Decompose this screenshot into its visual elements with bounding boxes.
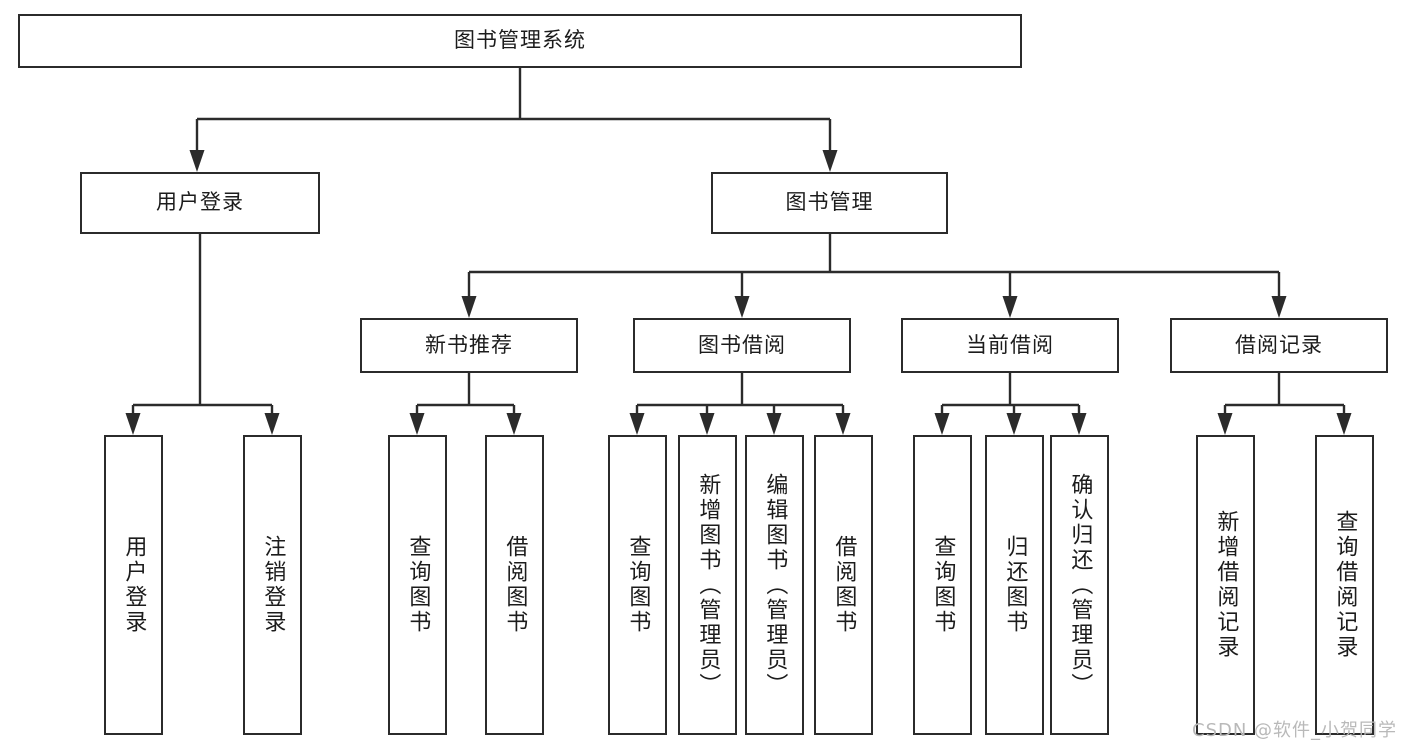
conn-rcd-b bbox=[1336, 405, 1352, 435]
node-leaf-query-borrow-record[interactable]: 查询借阅记录 bbox=[1315, 435, 1374, 735]
node-label-current-borrow: 当前借阅 bbox=[966, 332, 1054, 357]
node-label-leaf-query-book-cur: 查询图书 bbox=[930, 535, 956, 635]
conn-rec-b bbox=[506, 405, 522, 435]
node-label-leaf-query-borrow-record: 查询借阅记录 bbox=[1332, 510, 1358, 660]
node-label-root: 图书管理系统 bbox=[454, 28, 586, 53]
conn-ul-b bbox=[264, 405, 280, 435]
conn-root-to-user-login bbox=[189, 119, 205, 172]
node-leaf-confirm-return-admin[interactable]: 确认归还（管理员） bbox=[1050, 435, 1109, 735]
node-leaf-query-book-borrow[interactable]: 查询图书 bbox=[608, 435, 667, 735]
node-current-borrow[interactable]: 当前借阅 bbox=[901, 318, 1119, 373]
node-leaf-borrow-book[interactable]: 借阅图书 bbox=[814, 435, 873, 735]
node-label-borrow-record: 借阅记录 bbox=[1235, 332, 1323, 357]
node-leaf-user-login[interactable]: 用户登录 bbox=[104, 435, 163, 735]
conn-cur-c bbox=[1071, 405, 1087, 435]
node-leaf-return-book[interactable]: 归还图书 bbox=[985, 435, 1044, 735]
conn-brw-a bbox=[629, 405, 645, 435]
conn-bm-to-record bbox=[1271, 272, 1287, 318]
node-label-new-book-recommend: 新书推荐 bbox=[425, 332, 513, 357]
watermark: CSDN @软件_小贺同学 bbox=[1192, 720, 1398, 741]
node-label-leaf-query-book-rec: 查询图书 bbox=[405, 535, 431, 635]
node-label-book-borrow: 图书借阅 bbox=[698, 332, 786, 357]
conn-cur-a bbox=[934, 405, 950, 435]
node-label-leaf-borrow-book: 借阅图书 bbox=[831, 535, 857, 635]
conn-cur-b bbox=[1006, 405, 1022, 435]
conn-root-to-book-manage bbox=[822, 119, 838, 172]
node-label-leaf-confirm-return-admin: 确认归还（管理员） bbox=[1067, 472, 1093, 698]
conn-bm-to-borrow bbox=[734, 272, 750, 318]
node-label-leaf-user-logout: 注销登录 bbox=[260, 535, 286, 635]
node-label-leaf-return-book: 归还图书 bbox=[1002, 535, 1028, 635]
conn-brw-b bbox=[699, 405, 715, 435]
conn-brw-d bbox=[835, 405, 851, 435]
node-label-leaf-add-book-admin: 新增图书（管理员） bbox=[695, 472, 721, 698]
node-user-login[interactable]: 用户登录 bbox=[80, 172, 320, 234]
node-label-leaf-add-borrow-record: 新增借阅记录 bbox=[1213, 510, 1239, 660]
node-leaf-query-book-rec[interactable]: 查询图书 bbox=[388, 435, 447, 735]
conn-bm-to-rec bbox=[461, 272, 477, 318]
node-book-borrow[interactable]: 图书借阅 bbox=[633, 318, 851, 373]
node-label-leaf-borrow-book-rec: 借阅图书 bbox=[502, 535, 528, 635]
conn-brw-c bbox=[766, 405, 782, 435]
conn-rec-a bbox=[409, 405, 425, 435]
node-leaf-user-logout[interactable]: 注销登录 bbox=[243, 435, 302, 735]
node-borrow-record[interactable]: 借阅记录 bbox=[1170, 318, 1388, 373]
node-leaf-query-book-cur[interactable]: 查询图书 bbox=[913, 435, 972, 735]
conn-bm-to-current bbox=[1002, 272, 1018, 318]
node-root[interactable]: 图书管理系统 bbox=[18, 14, 1022, 68]
conn-rcd-a bbox=[1217, 405, 1233, 435]
conn-ul-a bbox=[125, 405, 141, 435]
node-label-leaf-query-book-borrow: 查询图书 bbox=[625, 535, 651, 635]
node-label-leaf-user-login: 用户登录 bbox=[121, 535, 147, 635]
node-leaf-edit-book-admin[interactable]: 编辑图书（管理员） bbox=[745, 435, 804, 735]
node-leaf-add-book-admin[interactable]: 新增图书（管理员） bbox=[678, 435, 737, 735]
node-new-book-recommend[interactable]: 新书推荐 bbox=[360, 318, 578, 373]
node-label-user-login: 用户登录 bbox=[156, 190, 244, 215]
node-label-book-manage: 图书管理 bbox=[785, 190, 874, 215]
node-label-leaf-edit-book-admin: 编辑图书（管理员） bbox=[762, 472, 788, 698]
node-book-manage[interactable]: 图书管理 bbox=[711, 172, 948, 234]
node-leaf-borrow-book-rec[interactable]: 借阅图书 bbox=[485, 435, 544, 735]
node-leaf-add-borrow-record[interactable]: 新增借阅记录 bbox=[1196, 435, 1255, 735]
